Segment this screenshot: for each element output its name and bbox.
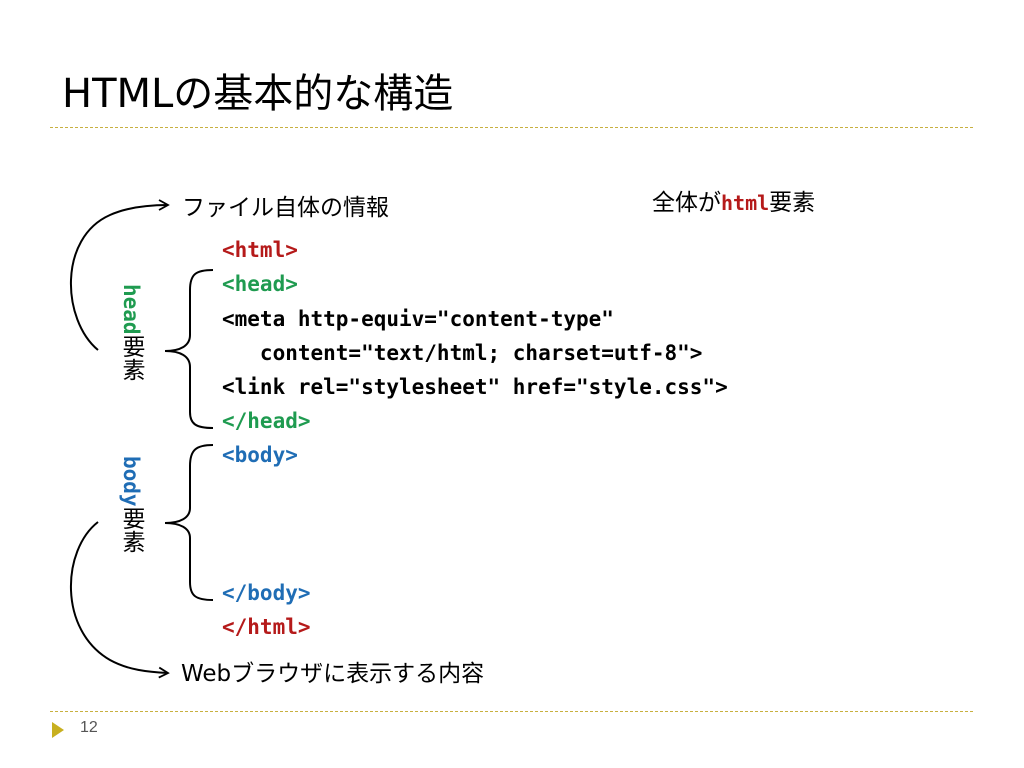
whole-suffix: 要素 <box>769 190 816 216</box>
whole-html-tag: html <box>721 191 770 215</box>
code-body-open: <body> <box>222 443 298 467</box>
body-content-arrow <box>70 521 170 679</box>
code-html-open: <html> <box>222 238 298 262</box>
page-number: 12 <box>80 719 98 736</box>
body-label-tag: body <box>119 456 143 507</box>
head-info-arrow <box>70 199 170 351</box>
head-label-tag: head <box>119 284 143 335</box>
head-brace <box>164 269 214 429</box>
title-divider <box>50 127 973 128</box>
whole-html-note: 全体がhtml要素 <box>652 188 815 218</box>
head-label-suffix: 要素 <box>118 334 144 381</box>
head-element-label: head要素 <box>114 284 148 381</box>
slide-title: HTMLの基本的な構造 <box>62 71 454 117</box>
head-info-note: ファイル自体の情報 <box>182 195 389 221</box>
body-content-note: Webブラウザに表示する内容 <box>181 661 485 687</box>
page-marker-icon <box>52 722 64 738</box>
code-meta-line-2: content="text/html; charset=utf-8"> <box>222 341 703 365</box>
body-brace <box>164 444 214 601</box>
code-link-line: <link rel="stylesheet" href="style.css"> <box>222 375 728 399</box>
body-label-suffix: 要素 <box>118 506 144 553</box>
code-head-open: <head> <box>222 272 298 296</box>
code-html-close: </html> <box>222 615 311 639</box>
footer-divider <box>50 711 973 712</box>
code-body-close: </body> <box>222 581 311 605</box>
whole-prefix: 全体が <box>652 190 721 216</box>
code-head-close: </head> <box>222 409 311 433</box>
body-element-label: body要素 <box>114 456 148 553</box>
code-meta-line-1: <meta http-equiv="content-type" <box>222 307 614 331</box>
